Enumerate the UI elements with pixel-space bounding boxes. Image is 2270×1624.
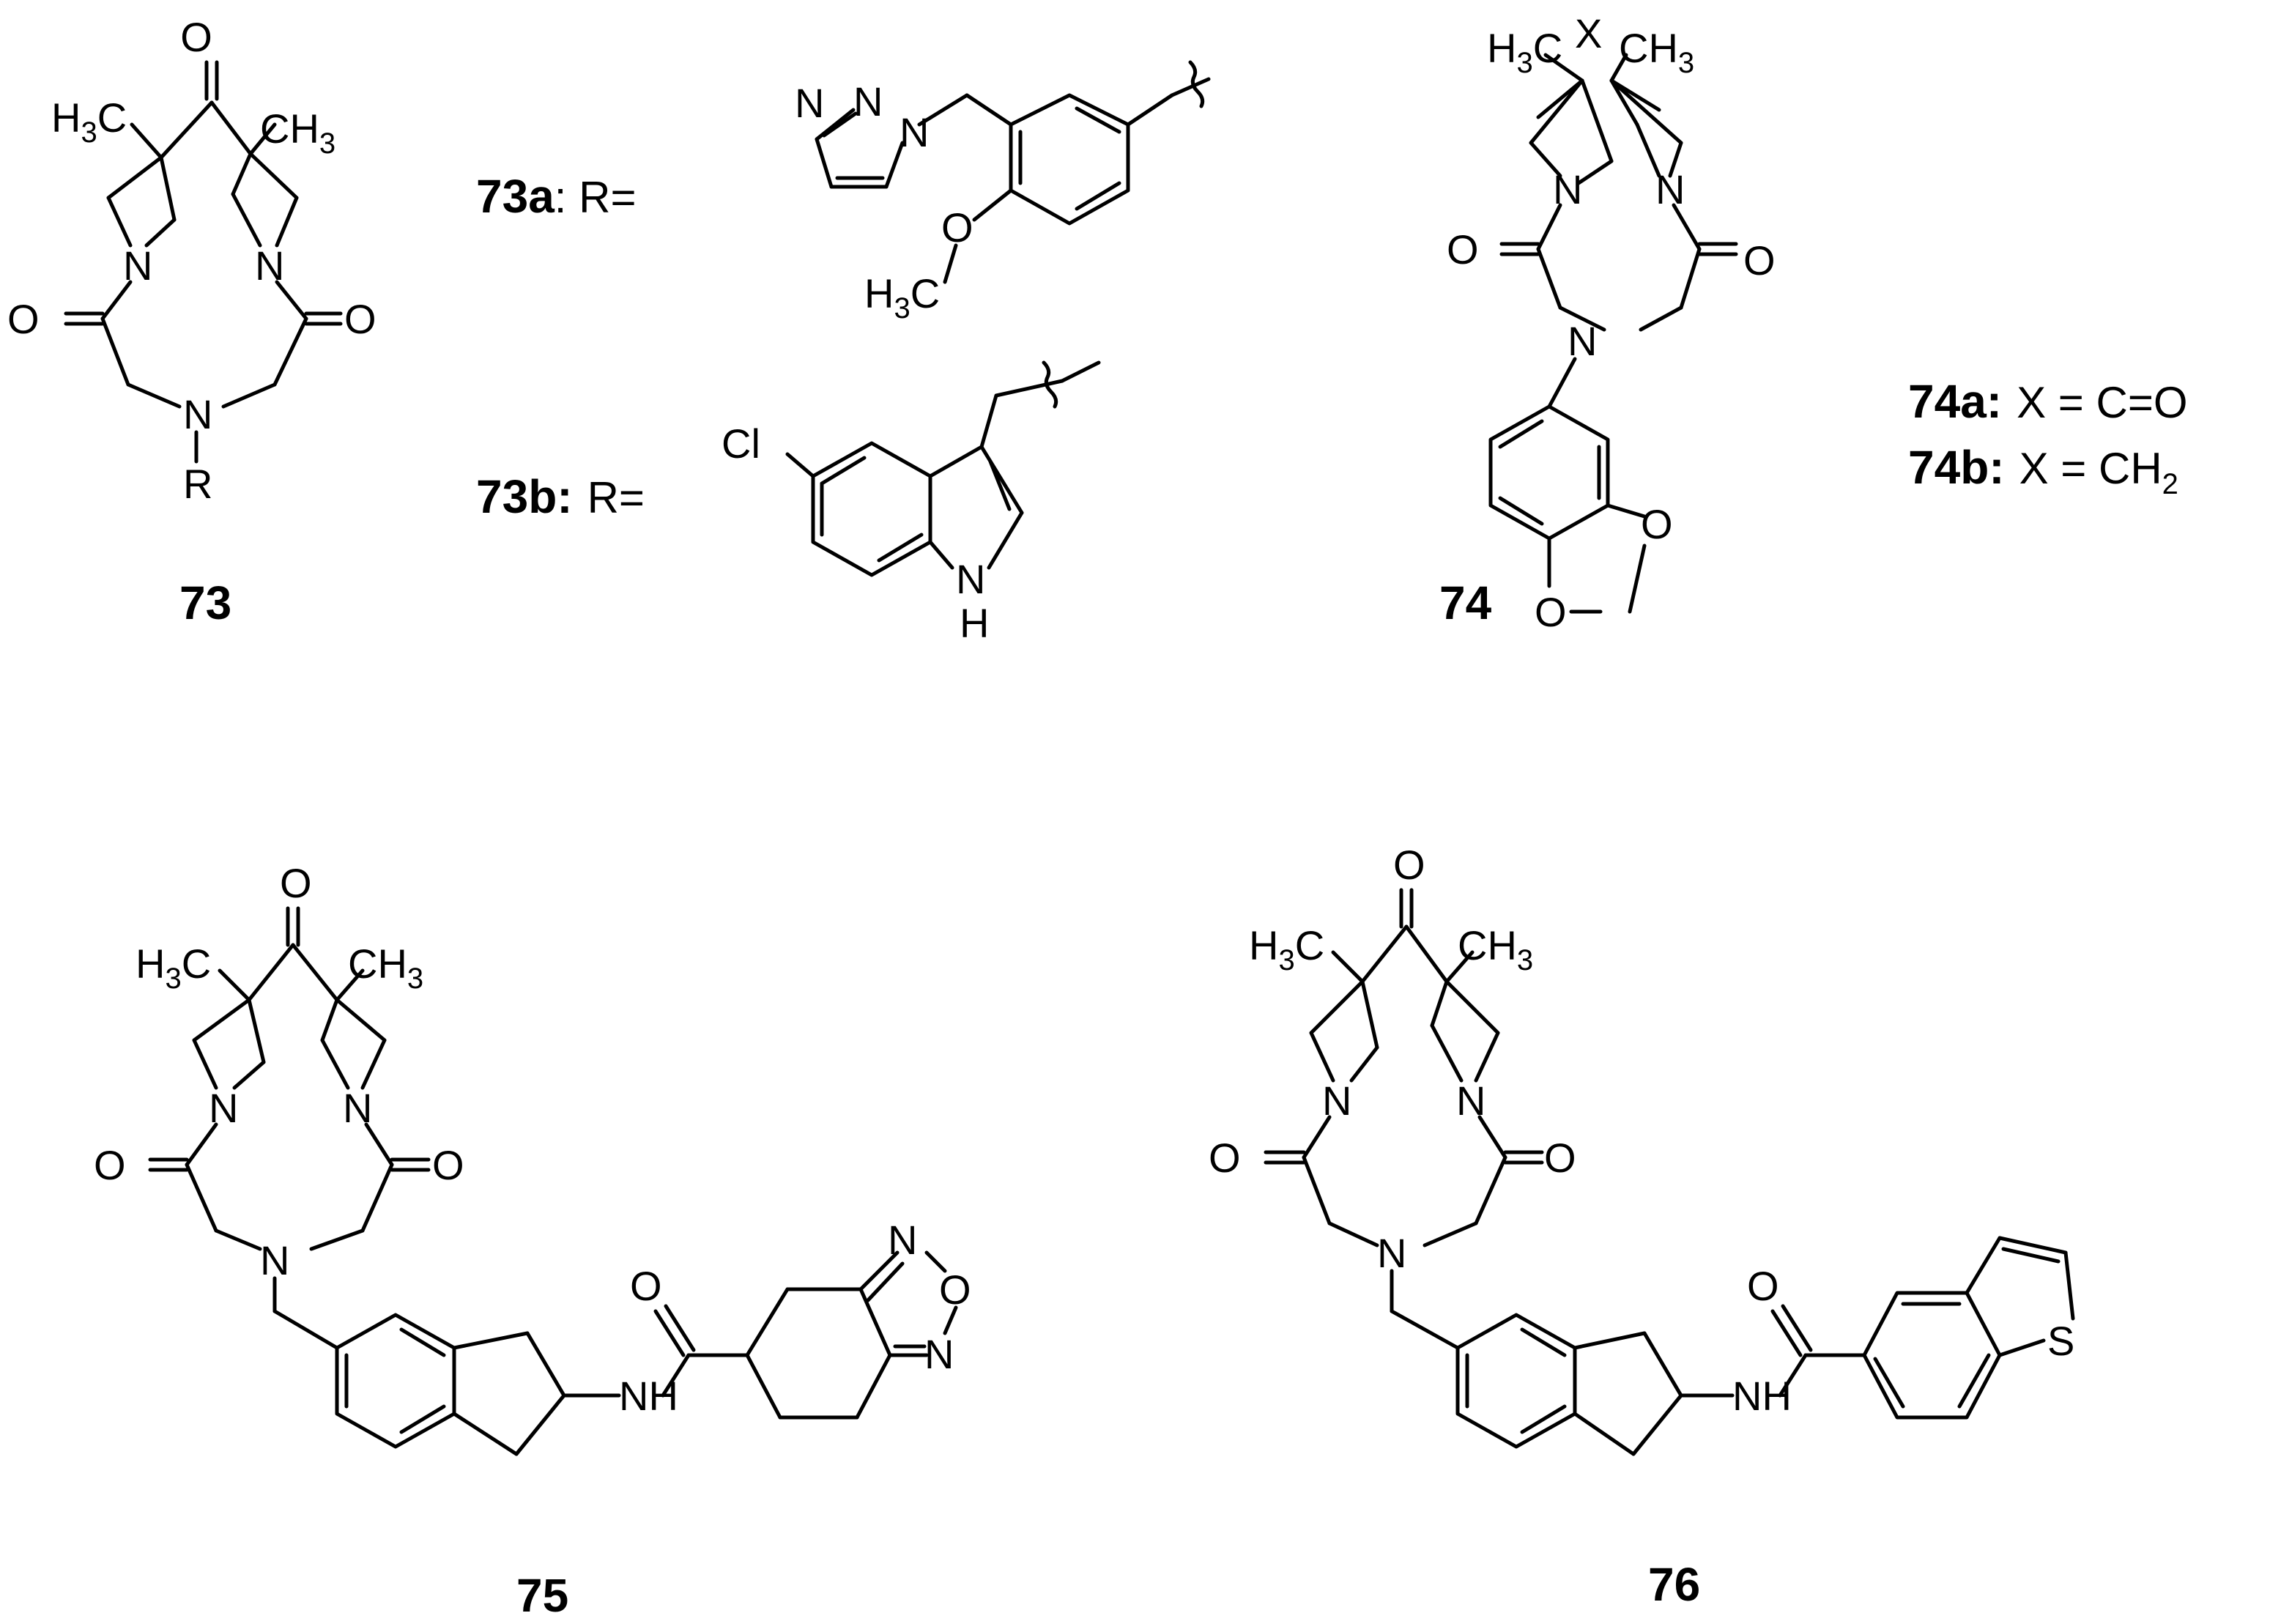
atom-n: N xyxy=(209,1085,238,1131)
atom-o: O xyxy=(280,860,312,906)
variant-74b-label: 74b:X = CH2 xyxy=(1908,441,2178,500)
atom-n: N xyxy=(123,242,152,289)
atom-o: O xyxy=(1544,1135,1576,1181)
atom-o: O xyxy=(432,1142,464,1188)
atom-n: N xyxy=(853,78,883,125)
methyl-label: CH3 xyxy=(260,105,335,160)
atom-x: X xyxy=(1575,10,1602,56)
compound-76-label: 76 xyxy=(1648,1558,1700,1611)
atom-n: N xyxy=(260,1237,289,1283)
atom-n: N xyxy=(924,1331,954,1377)
compound-76-structure xyxy=(1264,888,2075,1456)
methyl-label: CH3 xyxy=(1619,25,1694,79)
atom-n: N xyxy=(1568,318,1597,364)
atom-o: O xyxy=(1747,1263,1779,1309)
compound-73-structure xyxy=(64,60,343,464)
methyl-label: CH3 xyxy=(348,941,423,995)
atom-n: N xyxy=(183,391,212,437)
atom-n: N xyxy=(343,1085,372,1131)
atom-o: O xyxy=(1641,501,1673,547)
methyl-label: H3C xyxy=(51,94,127,149)
atom-n: N xyxy=(1377,1230,1406,1276)
compound-74-structure xyxy=(1488,53,1738,614)
atom-o: O xyxy=(180,14,212,60)
methyl-label: H3C xyxy=(136,941,211,995)
compound-74-label: 74 xyxy=(1439,576,1492,629)
amide-nh: NH xyxy=(1732,1373,1792,1419)
atom-o: O xyxy=(939,1267,971,1313)
atom-o: O xyxy=(7,296,40,342)
atom-n: N xyxy=(255,242,284,289)
atom-o: O xyxy=(1209,1135,1241,1181)
atom-h: H xyxy=(960,600,989,646)
atom-n: N xyxy=(900,109,929,155)
atom-n: N xyxy=(956,556,985,602)
atom-n: N xyxy=(1322,1078,1351,1124)
substituent-73b xyxy=(785,360,1101,577)
atom-o: O xyxy=(630,1263,662,1309)
variant-73b-label: 73b:R= xyxy=(476,470,645,523)
substituent-73a xyxy=(815,60,1211,284)
atom-o: O xyxy=(1535,589,1567,635)
atom-n: N xyxy=(1655,166,1685,212)
atom-cl: Cl xyxy=(722,420,760,467)
methyl-label: H3C xyxy=(1487,25,1562,79)
variant-73a-label: 73a: R= xyxy=(476,170,637,223)
atom-n: N xyxy=(795,80,824,126)
methoxy-label: H3C xyxy=(864,270,940,325)
amide-nh: NH xyxy=(619,1373,678,1419)
compound-73-label: 73 xyxy=(179,576,231,629)
atom-n: N xyxy=(888,1217,917,1263)
atom-s: S xyxy=(2047,1318,2074,1364)
atom-o: O xyxy=(1447,226,1479,272)
methyl-label: CH3 xyxy=(1458,922,1533,976)
atom-n: N xyxy=(1456,1078,1485,1124)
atom-o: O xyxy=(94,1142,126,1188)
atom-r: R xyxy=(183,461,212,507)
atom-o: O xyxy=(1393,842,1425,888)
atom-o: O xyxy=(1743,237,1776,283)
atom-n: N xyxy=(1553,166,1582,212)
atom-o: O xyxy=(344,296,377,342)
compound-75-label: 75 xyxy=(516,1569,568,1622)
variant-74a-label: 74a:X = C=O xyxy=(1908,375,2188,428)
methyl-label: H3C xyxy=(1249,922,1324,976)
compound-75-structure xyxy=(148,906,958,1456)
atom-o: O xyxy=(941,204,973,251)
